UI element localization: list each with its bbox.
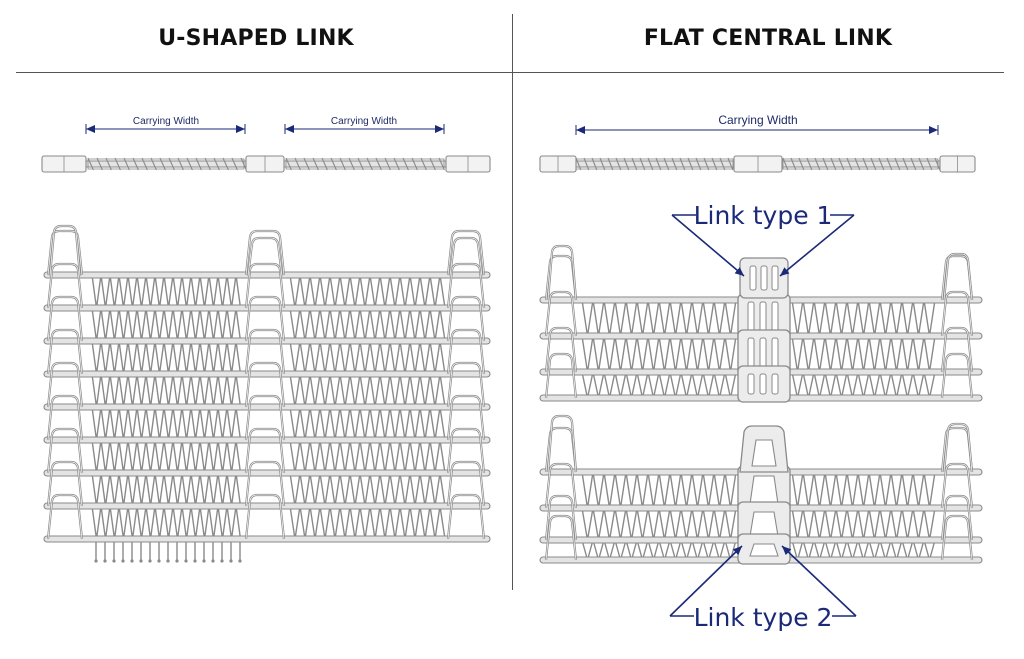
right-carrying-width-label: Carrying Width — [718, 113, 797, 127]
right-belt-side-view — [539, 155, 976, 173]
callout-link-type-1-label: Link type 1 — [694, 201, 833, 230]
left-title-divider — [16, 72, 512, 73]
right-belt-section-link-type-1 — [539, 244, 983, 403]
right-carrying-width-dimension: Carrying Width — [575, 113, 939, 135]
left-carrying-width-label-2: Carrying Width — [331, 116, 397, 127]
right-title-divider — [513, 72, 1004, 73]
left-belt-top-view — [43, 224, 491, 563]
left-belt-side-view — [41, 155, 491, 173]
callout-link-type-1: Link type 1 — [671, 201, 855, 277]
callout-link-type-2: Link type 2 — [669, 545, 857, 632]
left-carrying-width-dimensions: Carrying Width Carrying Width — [85, 116, 445, 134]
left-panel-title: U-SHAPED LINK — [158, 26, 354, 51]
panel-divider — [512, 14, 513, 590]
left-carrying-width-label-1: Carrying Width — [133, 116, 199, 127]
callout-link-type-2-label: Link type 2 — [694, 603, 833, 632]
right-panel-title: FLAT CENTRAL LINK — [643, 26, 893, 51]
right-belt-section-link-type-2 — [539, 414, 983, 565]
